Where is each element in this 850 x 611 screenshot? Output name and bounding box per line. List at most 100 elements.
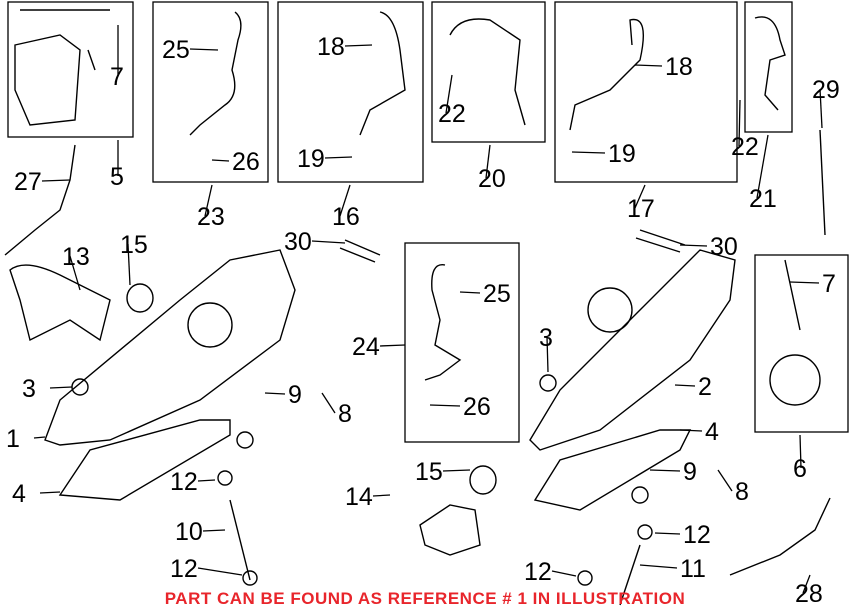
leader-26 <box>211 159 230 162</box>
callout-15: 15 <box>415 458 443 486</box>
leader-12 <box>197 567 243 576</box>
part-24-line <box>424 264 462 381</box>
part-29 <box>819 129 826 236</box>
callout-26: 26 <box>232 148 260 176</box>
callout-9: 9 <box>288 381 302 409</box>
callout-21: 21 <box>749 185 777 213</box>
part-30-left <box>339 239 381 263</box>
callout-20: 20 <box>478 165 506 193</box>
callout-19: 19 <box>608 140 636 168</box>
leader-30 <box>311 240 346 244</box>
callout-9: 9 <box>683 458 697 486</box>
leader-lines <box>33 25 823 594</box>
callout-25: 25 <box>162 36 190 64</box>
callout-10: 10 <box>175 518 203 546</box>
callout-27: 27 <box>14 168 42 196</box>
leader-28 <box>802 574 811 594</box>
box-ref-24 <box>404 242 520 443</box>
part-17-line <box>569 18 644 131</box>
part-8-left <box>236 431 254 449</box>
leader-15 <box>127 243 131 286</box>
callout-5: 5 <box>110 163 124 191</box>
leader-6 <box>799 434 802 469</box>
callout-18: 18 <box>665 53 693 81</box>
part-8-right <box>631 486 649 504</box>
part-21-line <box>754 16 786 111</box>
callout-3: 3 <box>539 324 553 352</box>
callout-8: 8 <box>735 478 749 506</box>
leader-30 <box>679 244 708 247</box>
leader-19 <box>324 156 353 159</box>
callout-1: 1 <box>6 425 20 453</box>
part-2-manifold <box>529 249 736 451</box>
box-ref-6 <box>754 254 849 433</box>
leader-23 <box>204 184 213 217</box>
callout-6: 6 <box>793 455 807 483</box>
callout-15: 15 <box>120 231 148 259</box>
callout-18: 18 <box>317 33 345 61</box>
leader-4 <box>679 429 703 432</box>
leader-29 <box>819 88 823 129</box>
part-13 <box>9 264 111 342</box>
leader-25 <box>189 48 219 51</box>
leader-11 <box>639 564 678 569</box>
callout-19: 19 <box>297 145 325 173</box>
callout-12: 12 <box>524 558 552 586</box>
box-ref-16 <box>277 1 424 183</box>
callout-22: 22 <box>438 100 466 128</box>
part-5 <box>14 9 110 126</box>
leader-14 <box>372 494 391 497</box>
part-4-left <box>58 419 231 501</box>
leader-12 <box>197 479 216 482</box>
leader-26 <box>429 404 461 407</box>
turbo-left <box>187 302 233 348</box>
leader-2 <box>674 384 696 387</box>
callout-28: 28 <box>795 580 823 608</box>
callout-13: 13 <box>62 243 90 271</box>
leader-8 <box>321 392 336 414</box>
part-7-right-rod <box>784 259 801 331</box>
reference-note: PART CAN BE FOUND AS REFERENCE # 1 IN IL… <box>164 589 686 608</box>
callout-4: 4 <box>12 480 26 508</box>
leader-3 <box>546 336 549 373</box>
callout-4: 4 <box>705 418 719 446</box>
leader-25 <box>459 291 481 294</box>
callout-12: 12 <box>170 468 198 496</box>
box-ref-17 <box>554 1 738 183</box>
part-15-top <box>126 283 154 313</box>
leader-22 <box>738 99 741 147</box>
part-23-line <box>189 11 242 136</box>
part-20-line <box>449 18 526 126</box>
leader-13 <box>69 255 81 291</box>
part-1-manifold <box>44 249 296 446</box>
callout-25: 25 <box>483 280 511 308</box>
part-outlines <box>4 9 831 606</box>
callout-7: 7 <box>822 270 836 298</box>
callout-24: 24 <box>352 333 380 361</box>
part-30-right <box>635 229 686 253</box>
part-3-left <box>71 378 89 396</box>
part-11 <box>619 544 641 606</box>
part-12-d <box>242 570 258 586</box>
leader-12 <box>551 570 577 577</box>
leader-1 <box>33 436 46 439</box>
callout-30: 30 <box>710 233 738 261</box>
part-15-bottom <box>469 465 497 495</box>
callout-29: 29 <box>812 76 840 104</box>
leader-7 <box>789 281 820 284</box>
callout-7: 7 <box>110 63 124 91</box>
leader-22 <box>445 74 453 114</box>
callout-26: 26 <box>463 393 491 421</box>
callout-12: 12 <box>170 555 198 583</box>
box-ref-20 <box>431 1 546 143</box>
leader-27 <box>41 179 71 182</box>
leader-19 <box>571 151 606 154</box>
callout-17: 17 <box>627 195 655 223</box>
callout-14: 14 <box>345 483 373 511</box>
callout-16: 16 <box>332 203 360 231</box>
part-12-a <box>217 470 233 486</box>
box-ref-23 <box>152 1 269 183</box>
